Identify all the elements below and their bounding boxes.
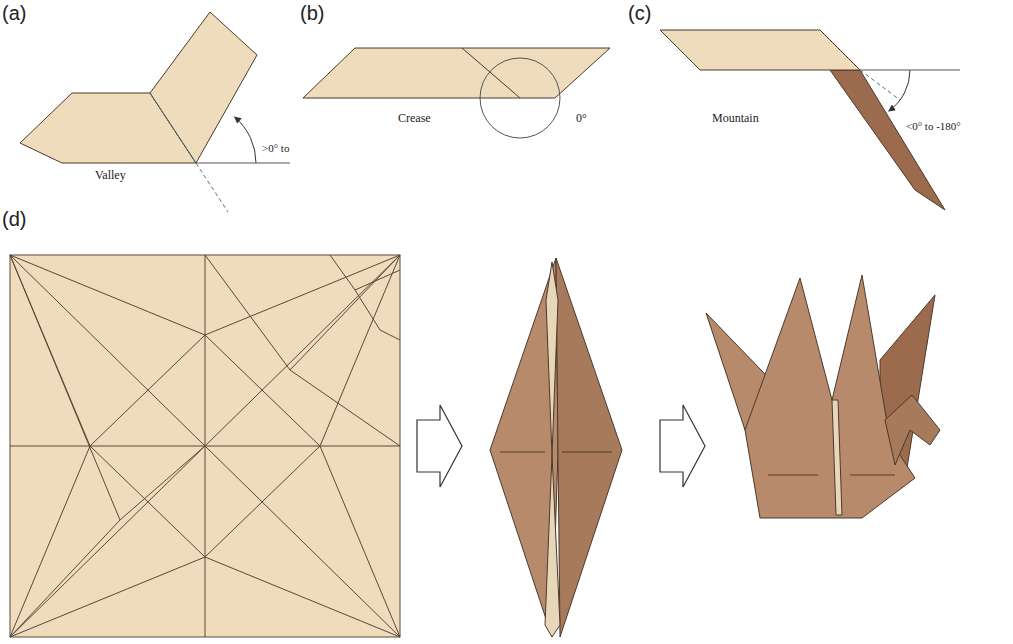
angle-range: <0° to -180°: [906, 120, 961, 132]
bird-base: [490, 258, 622, 637]
crane: [706, 275, 940, 518]
panel-letter: (b): [300, 2, 324, 24]
mountain-fold-figure: [660, 30, 960, 210]
crease-figure: [303, 48, 610, 138]
crease-pattern: [10, 255, 400, 637]
fold-name: Crease: [398, 112, 431, 125]
panel-letter: (c): [628, 2, 651, 24]
angle-range: >0° to: [262, 142, 289, 154]
valley-fold-figure: [20, 12, 290, 212]
fold-name: Valley: [95, 169, 126, 182]
panel-letter: (d): [2, 208, 26, 230]
angle-range: 0°: [576, 112, 587, 125]
panel-letter: (a): [2, 2, 26, 24]
fold-name: Mountain: [712, 112, 759, 125]
